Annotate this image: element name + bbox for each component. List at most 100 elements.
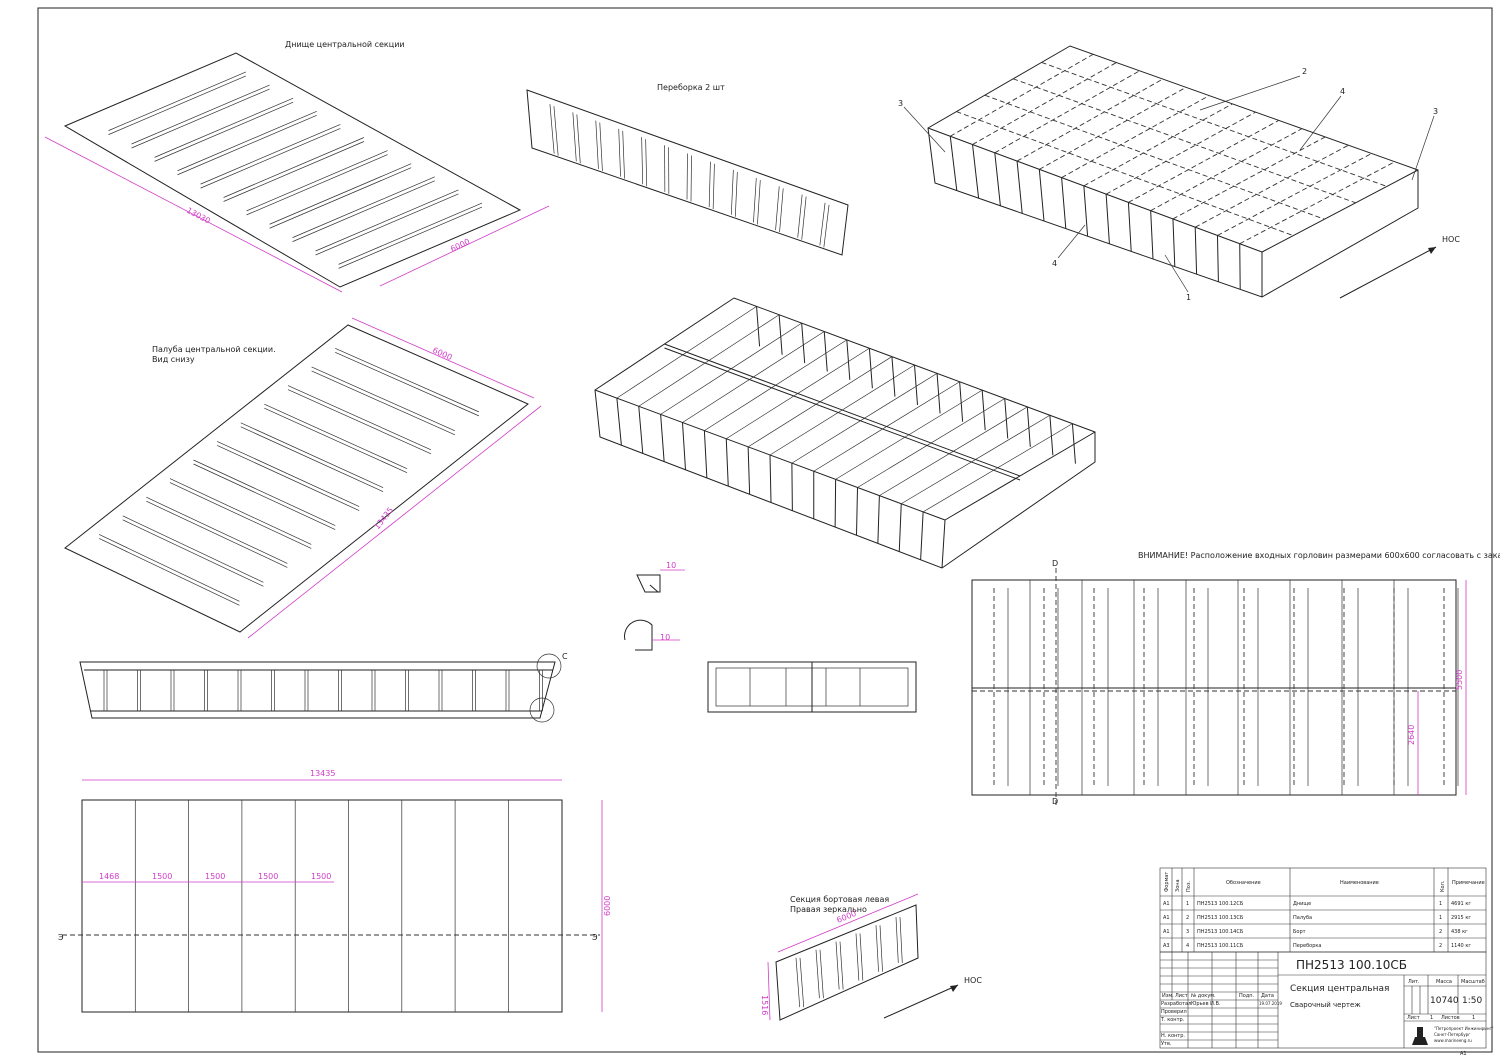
dim-plan-half: 2640 bbox=[1407, 725, 1416, 745]
section-view: С bbox=[79, 652, 568, 723]
stiffener-line bbox=[839, 941, 844, 990]
stiffener-line bbox=[753, 178, 757, 223]
stiffener-line bbox=[823, 204, 830, 248]
spec-cell: Палуба bbox=[1293, 915, 1312, 921]
stiffener-line bbox=[223, 137, 365, 198]
stiffener-line bbox=[217, 445, 360, 511]
frame-line bbox=[877, 495, 880, 544]
spec-header-qty: Кол. bbox=[1440, 880, 1446, 892]
assembly-frames bbox=[949, 53, 1396, 290]
mass-value: 10740 bbox=[1430, 996, 1459, 1006]
developed-label: Разработал bbox=[1161, 1001, 1191, 1007]
dim-side-height: 1516 bbox=[760, 995, 769, 1015]
frame-line bbox=[994, 152, 1001, 206]
bulkhead-section bbox=[707, 661, 917, 713]
sheet-frame bbox=[37, 7, 1493, 1053]
section-outline bbox=[79, 661, 556, 719]
strip-dim: 1500 bbox=[205, 872, 225, 881]
stiffener-line bbox=[292, 176, 435, 238]
frame-line bbox=[950, 53, 1094, 137]
deck-stiffeners bbox=[98, 348, 479, 606]
frame-line bbox=[1083, 103, 1233, 187]
col-doc: № докум. bbox=[1191, 993, 1216, 999]
frame-line bbox=[1172, 136, 1326, 220]
spec-cell: 2915 кг bbox=[1451, 915, 1471, 921]
spec-cell: А3 bbox=[1163, 943, 1170, 949]
frame-line bbox=[769, 454, 772, 503]
frame-line bbox=[1105, 194, 1110, 244]
frame-line bbox=[868, 348, 873, 389]
frame-line bbox=[984, 94, 1325, 220]
sheet-label: Лист bbox=[1407, 1015, 1420, 1021]
stiffener-line bbox=[895, 917, 899, 963]
stiffener-line bbox=[246, 154, 388, 216]
frame-line bbox=[1071, 423, 1076, 464]
frame-line bbox=[1150, 128, 1303, 212]
bottom-stiffeners bbox=[108, 71, 483, 269]
warning-note: ВНИМАНИЕ! Расположение входных горловин … bbox=[1138, 551, 1500, 560]
side-plate bbox=[775, 904, 919, 1021]
section-c-label: С bbox=[562, 652, 568, 661]
dim-line-bottom-width bbox=[379, 205, 550, 287]
stiffener-line bbox=[797, 194, 803, 238]
stiffener-line bbox=[246, 150, 388, 212]
drawing-name: Секция центральная bbox=[1290, 984, 1389, 994]
spec-cell: Переборка bbox=[1293, 943, 1322, 949]
deck-title-2: Вид снизу bbox=[152, 355, 195, 364]
spec-header-zone: Зона bbox=[1175, 879, 1181, 892]
frame-line bbox=[1004, 398, 1009, 439]
deck-title-1: Палуба центральной секции. bbox=[152, 345, 276, 354]
stiffener-line bbox=[549, 104, 555, 154]
col-izm: Изм. bbox=[1162, 993, 1174, 999]
spec-cell: 1 bbox=[1439, 915, 1442, 921]
frame-line bbox=[1083, 185, 1089, 237]
stiffener-line bbox=[122, 515, 264, 583]
stiffener-line bbox=[801, 196, 807, 240]
section-d-top: D bbox=[1052, 559, 1058, 568]
stiffener-line bbox=[146, 500, 288, 568]
stiffener-line bbox=[292, 180, 435, 242]
stiffener-line bbox=[146, 496, 288, 564]
dim-line-bottom-length bbox=[44, 136, 343, 293]
stiffener-line bbox=[855, 933, 860, 981]
frame-line bbox=[846, 339, 851, 380]
stiffener-line bbox=[879, 925, 883, 972]
spec-cell: 2 bbox=[1439, 943, 1442, 949]
frame-line bbox=[638, 406, 644, 454]
callout-3: 3 bbox=[898, 99, 903, 108]
stiffener-line bbox=[338, 206, 483, 269]
strip-dim: 1500 bbox=[152, 872, 172, 881]
side-section-view: Секция бортовая левая Правая зеркально 6… bbox=[760, 893, 982, 1021]
sheet-layout-outline bbox=[81, 799, 563, 1013]
callout-1: 1 bbox=[1186, 293, 1191, 302]
section-frames bbox=[103, 670, 543, 711]
approved-label: Утв. bbox=[1161, 1041, 1172, 1047]
stiffener-line bbox=[779, 188, 784, 233]
stiffener-line bbox=[835, 941, 840, 990]
stiffener-line bbox=[875, 925, 879, 972]
strip-dim: 1500 bbox=[311, 872, 331, 881]
doc-number: ПН2513 100.10СБ bbox=[1296, 958, 1407, 972]
deck-view: Палуба центральной секции. Вид снизу 600… bbox=[64, 317, 542, 639]
frame-line bbox=[898, 503, 902, 552]
spec-cell: Днище bbox=[1293, 901, 1311, 907]
frame-line bbox=[891, 356, 896, 397]
frame-line bbox=[1016, 161, 1023, 214]
bulkhead-stiffeners bbox=[549, 104, 830, 248]
assembly-view: 3 2 4 3 4 1 НОС bbox=[898, 45, 1460, 302]
stiffener-line bbox=[269, 167, 412, 229]
nose-arrow-head bbox=[1428, 247, 1436, 254]
frame-line bbox=[949, 136, 958, 191]
n-control-label: Н. контр. bbox=[1161, 1033, 1185, 1039]
section-e-right: Э bbox=[592, 933, 598, 942]
stiffener-line bbox=[576, 114, 581, 164]
detail-2-dim: 10 bbox=[660, 633, 670, 642]
stiffener-line bbox=[98, 534, 240, 602]
frame-line bbox=[616, 398, 622, 446]
col-list: Лист bbox=[1175, 993, 1188, 999]
stiffener-line bbox=[108, 71, 247, 131]
stiffener-line bbox=[553, 106, 559, 156]
spec-cell: ПН2513 100.11СБ bbox=[1197, 943, 1244, 949]
centre-frames bbox=[616, 306, 1076, 560]
